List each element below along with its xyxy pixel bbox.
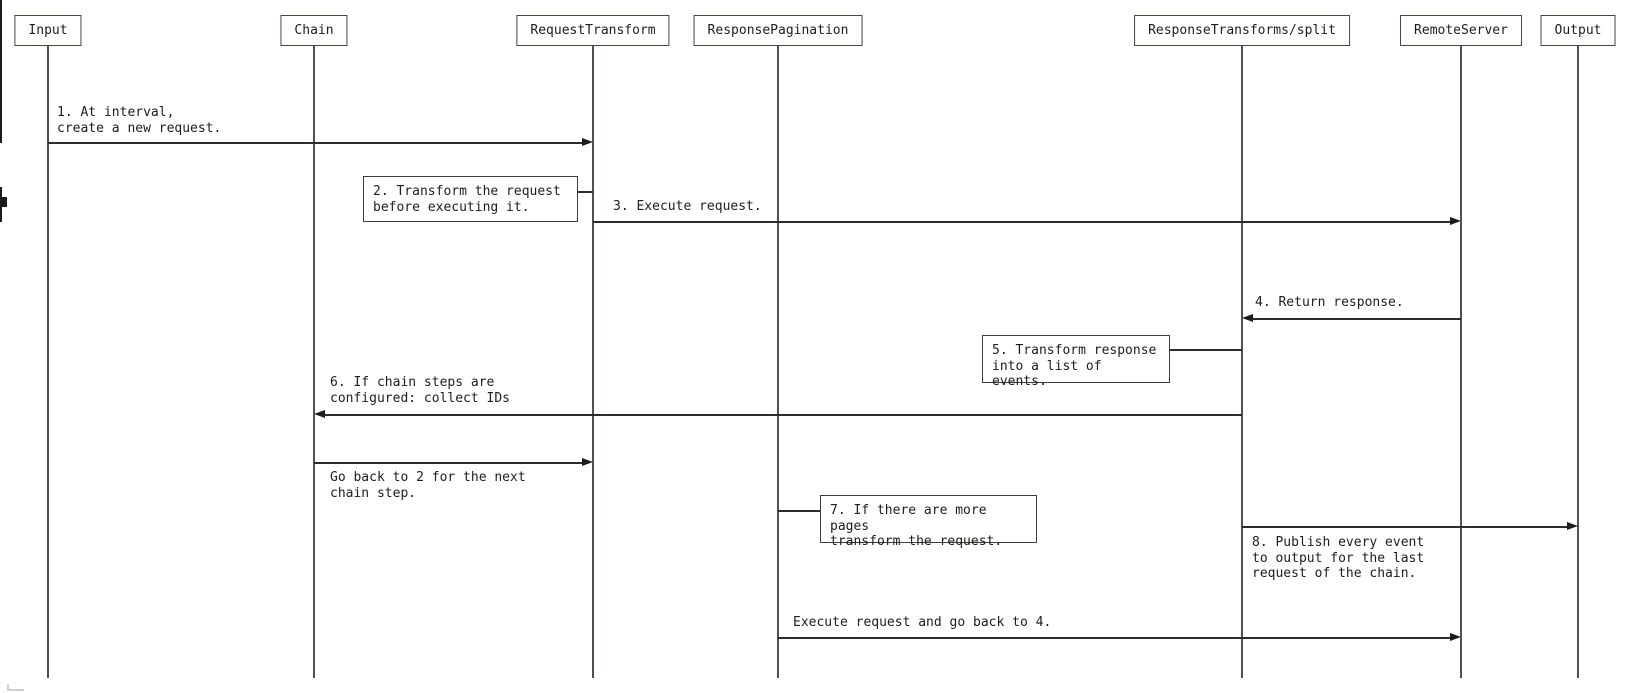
left-edge-notch (0, 197, 7, 207)
message-3-line (593, 221, 1450, 223)
lifeline-response-transforms-split (1241, 46, 1243, 678)
message-goback-label: Go back to 2 for the next chain step. (330, 470, 526, 501)
actor-input: Input (14, 15, 82, 46)
message-4-line (1253, 318, 1461, 320)
lifeline-output (1577, 46, 1579, 678)
actor-chain: Chain (280, 15, 348, 46)
message-6-arrowhead-icon (314, 410, 325, 418)
message-4-label: 4. Return response. (1255, 295, 1404, 310)
note-2: 2. Transform the request before executin… (363, 176, 578, 222)
actor-remote-server: RemoteServer (1400, 15, 1522, 46)
message-1-arrowhead-icon (582, 138, 593, 146)
message-6-line (325, 414, 1242, 416)
note-7: 7. If there are more pages transform the… (820, 495, 1037, 549)
message-goback-line (314, 462, 582, 464)
note-5-connector (1170, 349, 1242, 351)
lifeline-remote-server (1460, 46, 1462, 678)
actor-request-transform: RequestTransform (516, 15, 670, 46)
bottom-left-mark-vertical (7, 684, 9, 690)
message-1-line (48, 142, 583, 144)
actor-output: Output (1540, 15, 1616, 46)
note-7-connector (778, 510, 820, 512)
lifeline-input (47, 46, 49, 678)
message-8-line (1242, 526, 1567, 528)
bottom-left-mark-horizontal (7, 689, 24, 691)
message-4-arrowhead-icon (1242, 314, 1253, 322)
message-8-arrowhead-icon (1567, 522, 1578, 530)
note-5: 5. Transform response into a list of eve… (982, 335, 1170, 389)
message-8-label: 8. Publish every event to output for the… (1252, 535, 1425, 581)
message-goback-arrowhead-icon (582, 458, 593, 466)
actor-response-pagination: ResponsePagination (693, 15, 863, 46)
message-execute-arrowhead-icon (1450, 633, 1461, 641)
message-execute-label: Execute request and go back to 4. (793, 615, 1052, 630)
lifeline-request-transform (592, 46, 594, 678)
lifeline-response-pagination (777, 46, 779, 678)
message-1-label: 1. At interval, create a new request. (57, 105, 222, 136)
lifeline-chain (313, 46, 315, 678)
actor-response-transforms-split: ResponseTransforms/split (1134, 15, 1350, 46)
note-2-connector (578, 191, 593, 193)
message-3-arrowhead-icon (1450, 217, 1461, 225)
message-3-label: 3. Execute request. (613, 199, 762, 214)
message-execute-line (778, 637, 1450, 639)
left-edge-line-top (0, 0, 2, 143)
message-6-label: 6. If chain steps are configured: collec… (330, 375, 511, 406)
